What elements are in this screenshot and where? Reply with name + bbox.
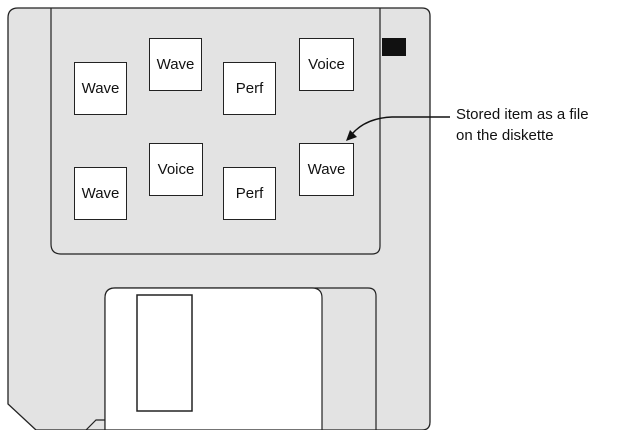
file-wave-1: Wave [74, 62, 127, 115]
file-voice-2: Voice [149, 143, 203, 196]
file-perf-2: Perf [223, 167, 276, 220]
callout-line-1: Stored item as a file [456, 104, 589, 125]
file-label: Wave [157, 56, 195, 73]
file-perf-1: Perf [223, 62, 276, 115]
write-protect-notch [382, 38, 406, 56]
file-label: Wave [308, 161, 346, 178]
file-voice-1: Voice [299, 38, 354, 91]
file-label: Voice [158, 161, 195, 178]
file-label: Wave [82, 185, 120, 202]
callout-text: Stored item as a file on the diskette [456, 104, 589, 146]
file-label: Voice [308, 56, 345, 73]
file-wave-3: Wave [74, 167, 127, 220]
callout-line-2: on the diskette [456, 125, 589, 146]
file-label: Perf [236, 80, 264, 97]
file-label: Wave [82, 80, 120, 97]
file-wave-4: Wave [299, 143, 354, 196]
file-label: Perf [236, 185, 264, 202]
file-wave-2: Wave [149, 38, 202, 91]
